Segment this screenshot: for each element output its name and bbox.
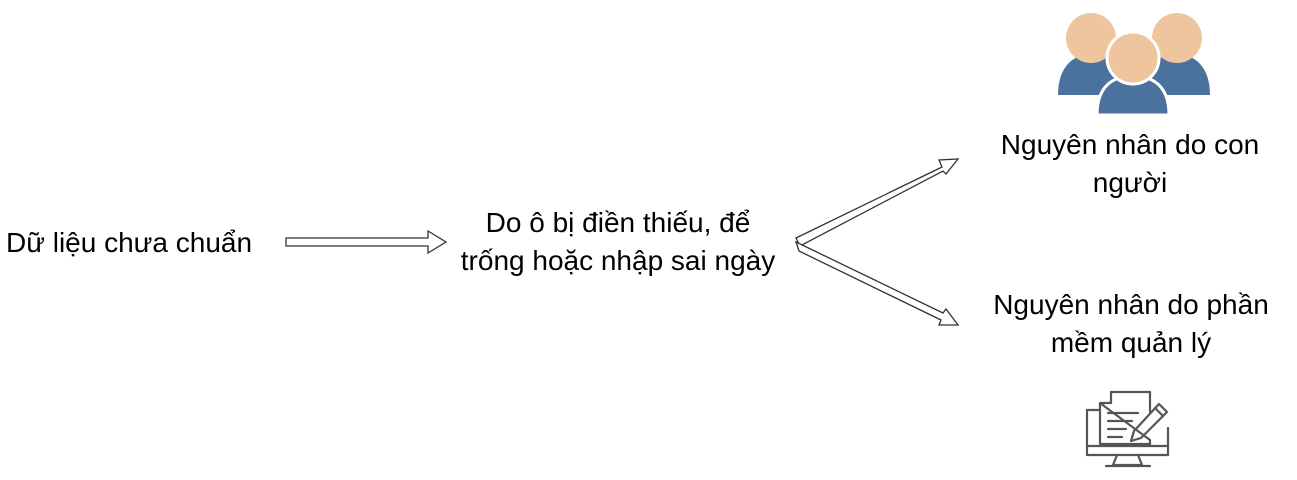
node-software-cause-label: Nguyên nhân do phần mềm quản lý	[970, 286, 1292, 362]
node-cause-label: Do ô bị điền thiếu, để trống hoặc nhập s…	[438, 204, 798, 280]
document-edit-monitor-icon	[1085, 390, 1170, 468]
node-cause-text-line1: Do ô bị điền thiếu, để	[485, 207, 751, 238]
node-software-text-line1: Nguyên nhân do phần	[993, 289, 1269, 320]
arrow-cause-to-human	[795, 158, 960, 247]
node-human-text-line1: Nguyên nhân do con	[1000, 129, 1260, 160]
node-software-text-line2: mềm quản lý	[1050, 327, 1212, 358]
node-cause-text-line2: trống hoặc nhập sai ngày	[460, 245, 776, 276]
node-human-cause-label: Nguyên nhân do con người	[980, 126, 1280, 202]
node-source-label: Dữ liệu chưa chuẩn	[6, 224, 252, 262]
node-human-text-line2: người	[1092, 167, 1168, 198]
arrow-cause-to-software	[794, 240, 960, 326]
node-source-text: Dữ liệu chưa chuẩn	[6, 227, 253, 258]
arrow-source-to-cause	[285, 229, 448, 255]
people-group-icon	[1058, 13, 1210, 117]
